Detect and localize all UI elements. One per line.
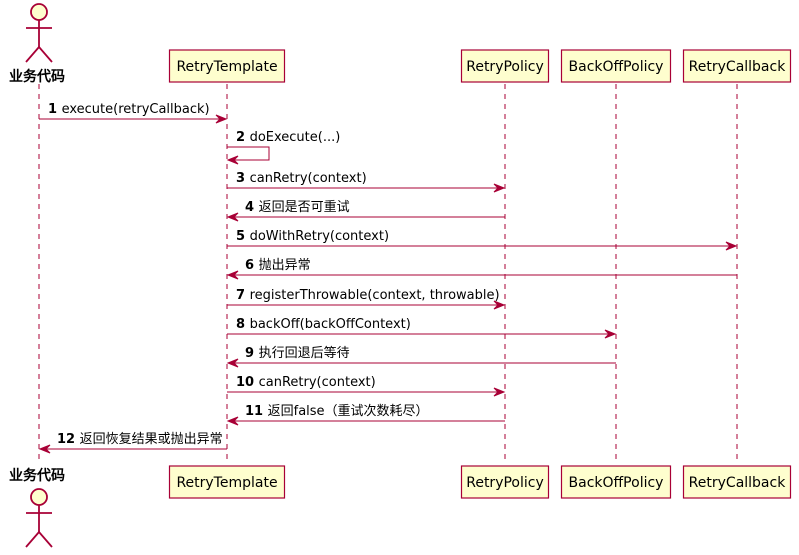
actor-right-leg	[38, 46, 53, 63]
participant-callback-bottom: RetryCallback	[682, 465, 792, 499]
arrow-head-icon	[38, 444, 51, 454]
arrow-head-icon	[226, 212, 239, 222]
participant-label: RetryPolicy	[466, 475, 544, 491]
arrow-head-icon	[226, 270, 239, 280]
participant-label: RetryCallback	[689, 475, 787, 491]
actor-left-leg	[25, 46, 40, 63]
participant-callback-top: RetryCallback	[682, 49, 792, 83]
message-line	[227, 146, 270, 161]
arrow-head-icon	[226, 155, 239, 165]
participant-template-bottom: RetryTemplate	[168, 465, 286, 499]
message-1: 1 execute(retryCallback)	[39, 102, 228, 124]
participant-box	[682, 49, 792, 83]
participant-label: RetryTemplate	[176, 59, 277, 75]
participant-box	[168, 49, 286, 83]
message-11: 11 返回false（重试次数耗尽）	[226, 403, 505, 426]
actor-top: 业务代码	[9, 3, 65, 85]
arrow-head-icon	[226, 416, 239, 426]
message-label: 8 backOff(backOffContext)	[236, 317, 411, 332]
arrow-head-icon	[226, 358, 239, 368]
message-label: 10 canRetry(context)	[236, 375, 376, 390]
actor-label: 业务代码	[9, 68, 65, 85]
participant-box	[168, 465, 286, 499]
arrow-head-icon	[493, 387, 506, 397]
actor-bottom: 业务代码	[9, 467, 65, 548]
message-label: 5 doWithRetry(context)	[236, 229, 389, 244]
actor-label: 业务代码	[9, 467, 65, 484]
participant-label: RetryTemplate	[176, 475, 277, 491]
message-label: 7 registerThrowable(context, throwable)	[236, 288, 500, 303]
message-8: 8 backOff(backOffContext)	[227, 317, 617, 339]
message-4: 4 返回是否可重试	[226, 199, 505, 222]
message-label: 1 execute(retryCallback)	[48, 102, 210, 117]
participant-policy-top: RetryPolicy	[460, 49, 550, 83]
participant-box	[560, 49, 672, 83]
participant-template-top: RetryTemplate	[168, 49, 286, 83]
message-3: 3 canRetry(context)	[227, 171, 506, 193]
message-label: 3 canRetry(context)	[236, 171, 367, 186]
message-2: 2 doExecute(...)	[226, 130, 340, 165]
arrow-head-icon	[493, 300, 506, 310]
participant-backoff-top: BackOffPolicy	[560, 49, 672, 83]
arrow-head-icon	[493, 183, 506, 193]
participant-label: BackOffPolicy	[569, 59, 664, 75]
participant-label: BackOffPolicy	[569, 475, 664, 491]
participant-backoff-bottom: BackOffPolicy	[560, 465, 672, 499]
message-6: 6 抛出异常	[226, 258, 737, 280]
actor-head-icon	[30, 488, 48, 506]
message-9: 9 执行回退后等待	[226, 345, 616, 368]
message-label: 6 抛出异常	[245, 258, 311, 273]
participant-label: RetryCallback	[689, 59, 787, 75]
participant-box	[460, 465, 550, 499]
arrow-head-icon	[215, 114, 228, 124]
message-10: 10 canRetry(context)	[227, 375, 506, 397]
arrow-head-icon	[725, 241, 738, 251]
message-label: 11 返回false（重试次数耗尽）	[245, 403, 429, 419]
message-label: 12 返回恢复结果或抛出异常	[57, 432, 223, 447]
actor-left-leg	[25, 531, 40, 548]
participant-box	[560, 465, 672, 499]
participant-policy-bottom: RetryPolicy	[460, 465, 550, 499]
message-label: 4 返回是否可重试	[245, 199, 350, 215]
actor-right-leg	[38, 531, 53, 548]
participant-box	[460, 49, 550, 83]
message-7: 7 registerThrowable(context, throwable)	[227, 288, 506, 310]
message-label: 9 执行回退后等待	[245, 345, 350, 361]
message-12: 12 返回恢复结果或抛出异常	[38, 432, 227, 454]
message-5: 5 doWithRetry(context)	[227, 229, 738, 251]
actor-head-icon	[30, 3, 48, 21]
arrow-head-icon	[604, 329, 617, 339]
message-label: 2 doExecute(...)	[236, 130, 340, 145]
participant-box	[682, 465, 792, 499]
participant-label: RetryPolicy	[466, 59, 544, 75]
